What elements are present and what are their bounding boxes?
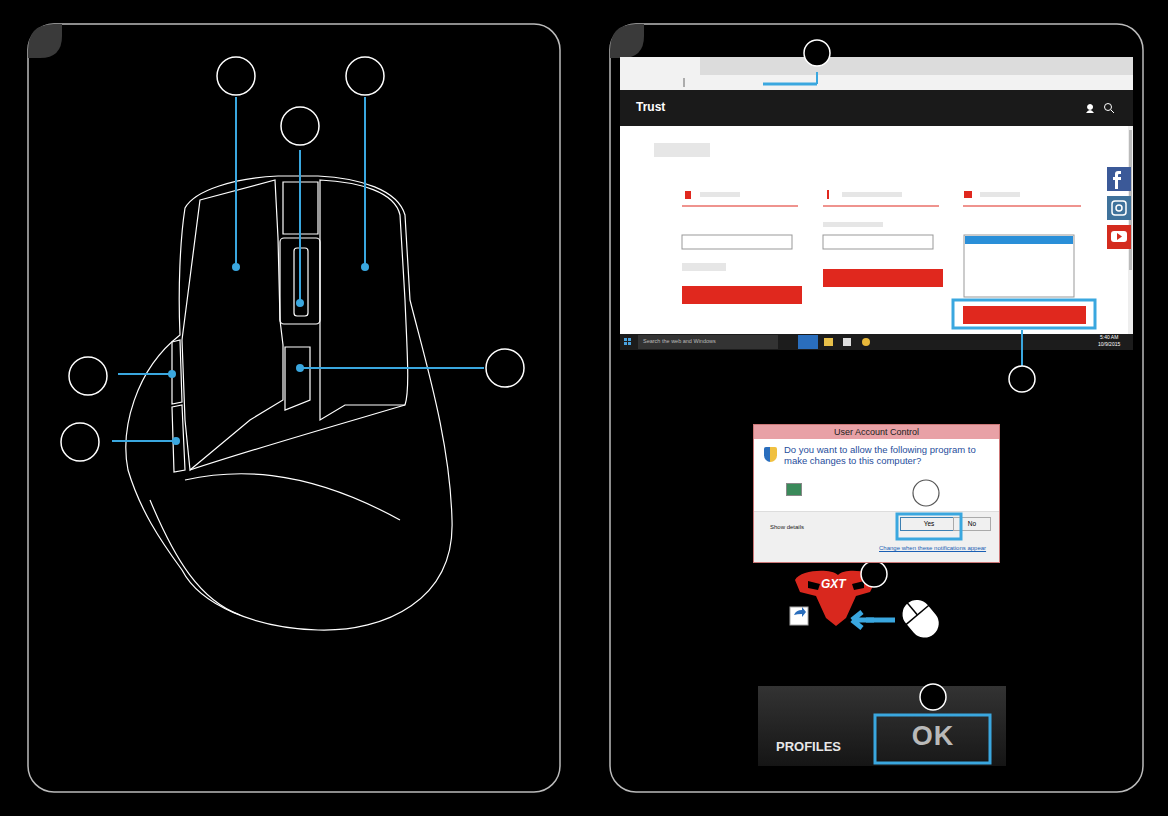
clock-date: 10/9/2015: [1098, 342, 1120, 348]
dialog-window: User Account Control Do you want to allow…: [753, 424, 1000, 563]
yes-button: Yes: [900, 517, 958, 531]
dialog-text: Show details: [770, 524, 804, 531]
shield-icon: [764, 447, 777, 462]
dialog-text: No: [954, 520, 990, 527]
brand-logo: Trust: [636, 101, 665, 115]
dialog-text: OK: [878, 721, 988, 752]
dialog-text: Yes: [901, 520, 957, 527]
no-button: No: [953, 517, 991, 531]
dialog-text: PROFILES: [776, 740, 841, 755]
search-box-text: Search the web and Windows: [643, 338, 716, 344]
dialog-text: User Account Control: [754, 425, 999, 439]
dialog-text: Do you want to allow the following progr…: [784, 444, 994, 467]
logo-text: GXT: [821, 578, 846, 592]
ok-button: OK: [878, 716, 992, 760]
profile-strip: PROFILES OK: [758, 686, 1006, 766]
dialog-text: Change when these notifications appear: [879, 545, 986, 552]
clock-time: 5:40 AM: [1100, 335, 1118, 341]
program-icon: [786, 483, 802, 496]
